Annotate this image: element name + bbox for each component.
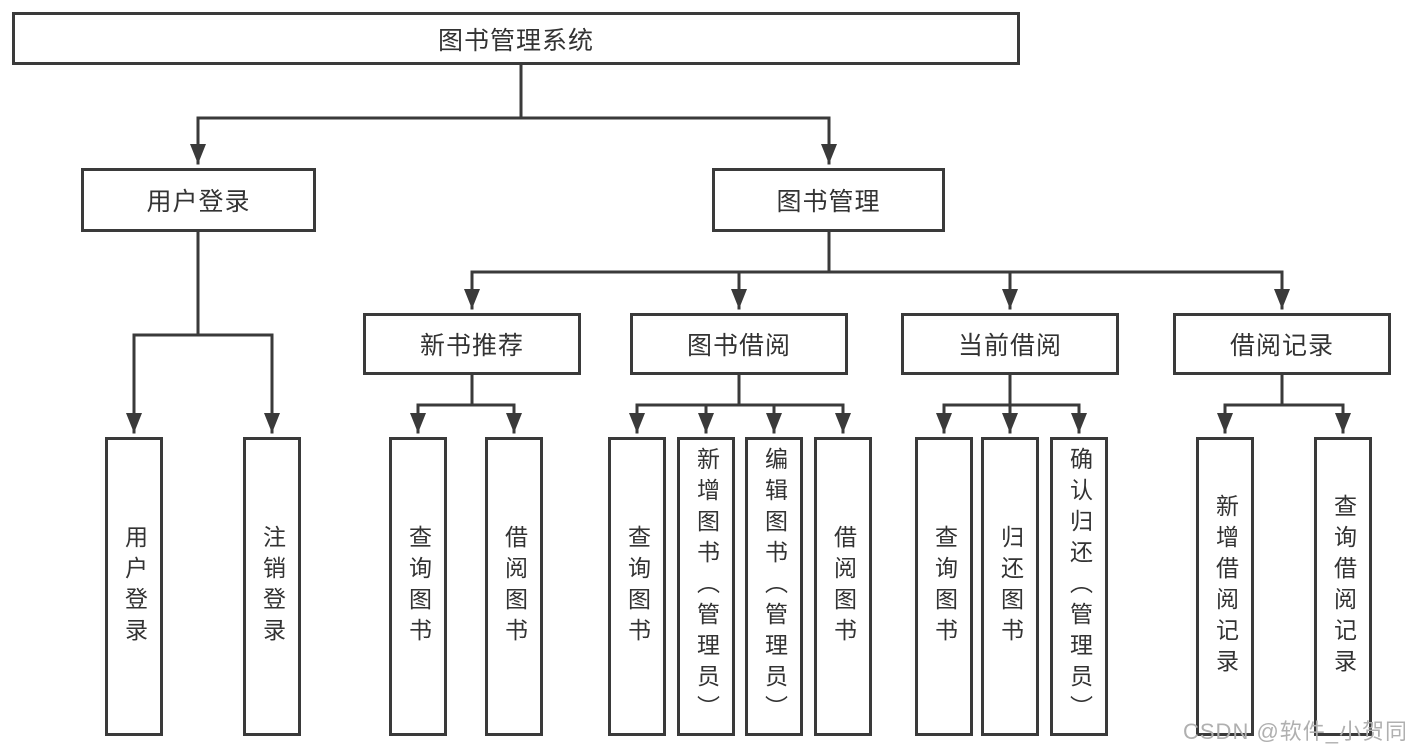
leaf-edit-books-admin-label: 编辑图书（管理员） <box>761 447 788 726</box>
node-current-borrow-label: 当前借阅 <box>957 332 1062 360</box>
leaf-user-login-label: 用户登录 <box>121 524 148 649</box>
leaf-borrow-books: 借阅图书 <box>814 437 872 736</box>
leaf-return-books-label: 归还图书 <box>997 524 1024 649</box>
node-book-management-label: 图书管理 <box>776 188 881 216</box>
leaf-add-books-admin-label: 新增图书（管理员） <box>693 447 720 726</box>
node-new-book-recommend-label: 新书推荐 <box>419 332 524 360</box>
leaf-add-books-admin: 新增图书（管理员） <box>677 437 735 736</box>
leaf-recommend-query-books-label: 查询图书 <box>405 524 432 649</box>
node-borrow-records: 借阅记录 <box>1173 313 1391 375</box>
node-book-borrow-label: 图书借阅 <box>686 332 791 360</box>
leaf-confirm-return-admin: 确认归还（管理员） <box>1050 437 1108 736</box>
leaf-add-borrow-record-label: 新增借阅记录 <box>1212 493 1239 680</box>
node-book-borrow: 图书借阅 <box>630 313 848 375</box>
leaf-logout: 注销登录 <box>243 437 301 736</box>
node-new-book-recommend: 新书推荐 <box>363 313 581 375</box>
node-book-management: 图书管理 <box>712 168 945 232</box>
leaf-query-borrow-record: 查询借阅记录 <box>1314 437 1372 736</box>
leaf-borrow-books-label: 借阅图书 <box>830 524 857 649</box>
node-user-login-label: 用户登录 <box>146 188 251 216</box>
leaf-recommend-query-books: 查询图书 <box>389 437 447 736</box>
csdn-watermark: CSDN @软件_小贺同学 <box>1183 719 1405 744</box>
leaf-borrow-query-books-label: 查询图书 <box>624 524 651 649</box>
leaf-borrow-query-books: 查询图书 <box>608 437 666 736</box>
node-root-label: 图书管理系统 <box>437 26 594 55</box>
leaf-user-login: 用户登录 <box>105 437 163 736</box>
node-borrow-records-label: 借阅记录 <box>1229 332 1334 360</box>
node-root: 图书管理系统 <box>12 12 1020 65</box>
node-current-borrow: 当前借阅 <box>901 313 1119 375</box>
node-user-login: 用户登录 <box>81 168 316 232</box>
leaf-current-query-books: 查询图书 <box>915 437 973 736</box>
leaf-add-borrow-record: 新增借阅记录 <box>1196 437 1254 736</box>
leaf-recommend-borrow-books-label: 借阅图书 <box>501 524 528 649</box>
leaf-logout-label: 注销登录 <box>259 524 286 649</box>
leaf-recommend-borrow-books: 借阅图书 <box>485 437 543 736</box>
leaf-query-borrow-record-label: 查询借阅记录 <box>1330 493 1357 680</box>
leaf-confirm-return-admin-label: 确认归还（管理员） <box>1066 447 1093 726</box>
leaf-edit-books-admin: 编辑图书（管理员） <box>745 437 803 736</box>
leaf-current-query-books-label: 查询图书 <box>931 524 958 649</box>
leaf-return-books: 归还图书 <box>981 437 1039 736</box>
